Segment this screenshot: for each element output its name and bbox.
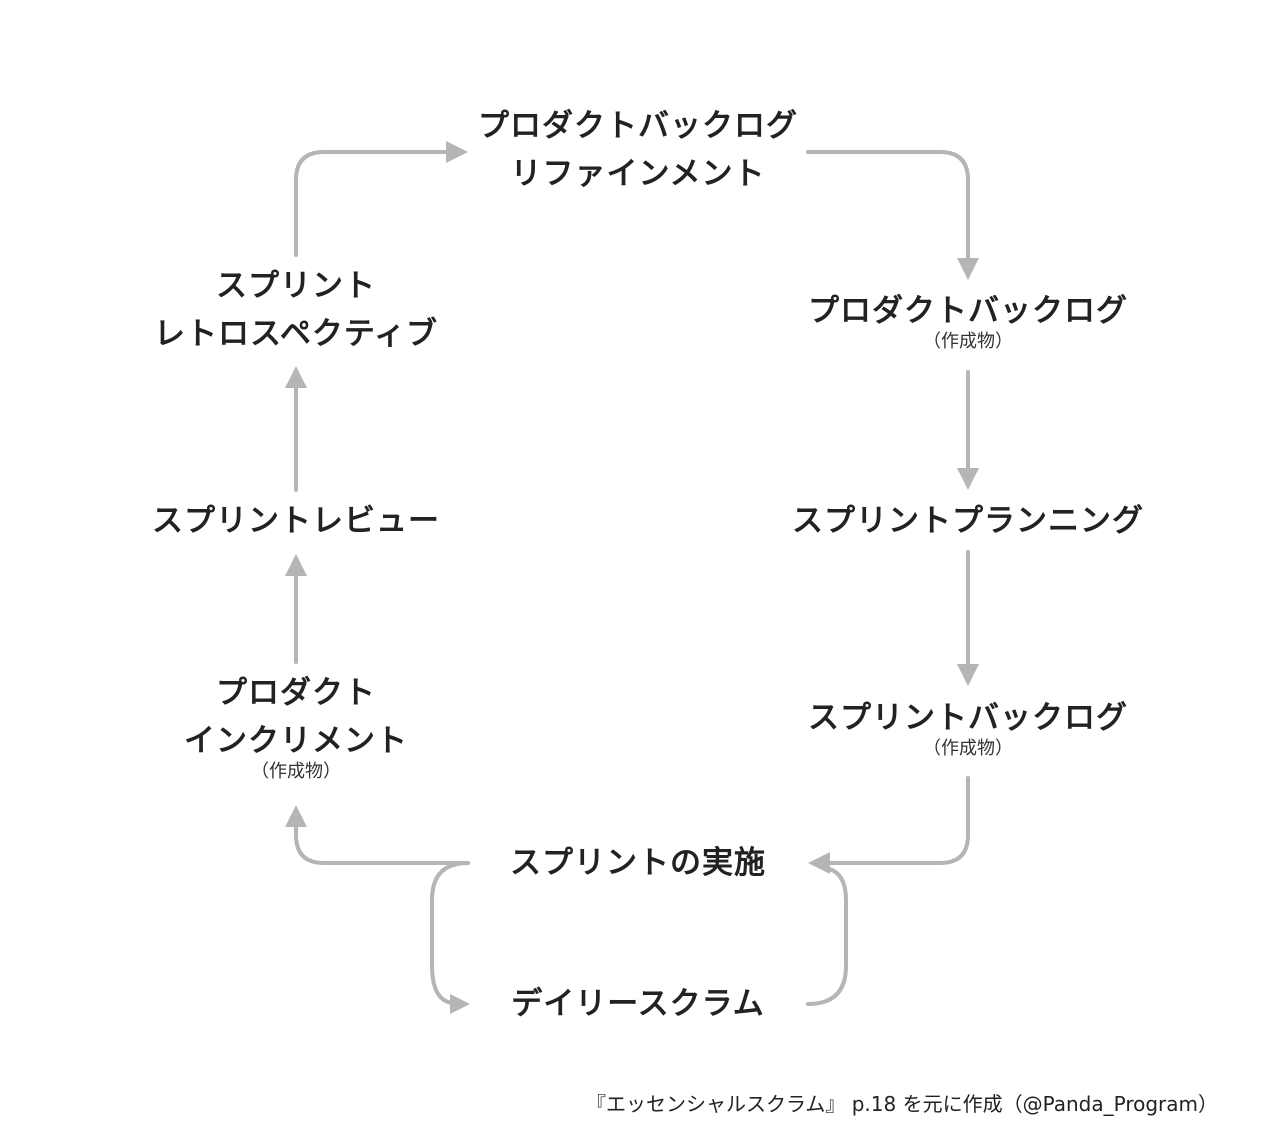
- node-label: プロダクト: [216, 675, 376, 711]
- arrowhead-daily: [450, 994, 470, 1014]
- arrow-retro-to-refinement: [294, 150, 450, 257]
- artifact-note: （作成物）: [251, 761, 341, 782]
- arrow-sprint-backlog-to-execution: [828, 776, 970, 865]
- arrowhead-retrospective: [285, 366, 307, 388]
- node-label: スプリントプランニング: [792, 503, 1144, 539]
- node-refinement: プロダクトバックログ リファインメント: [478, 102, 798, 198]
- node-label: リファインメント: [510, 156, 766, 192]
- arrowhead-product-backlog: [957, 258, 979, 280]
- node-label: レトロスペクティブ: [154, 316, 438, 352]
- arrowhead-sprint-backlog: [957, 664, 979, 686]
- node-label: スプリント: [215, 268, 376, 304]
- node-sprint-review: スプリントレビュー: [152, 497, 440, 545]
- arrowhead-planning: [957, 468, 979, 490]
- node-label: スプリントの実施: [510, 845, 766, 881]
- node-label: デイリースクラム: [511, 986, 765, 1022]
- node-product-backlog: プロダクトバックログ （作成物）: [808, 287, 1128, 353]
- node-sprint-backlog: スプリントバックログ （作成物）: [808, 694, 1128, 760]
- node-retrospective: スプリント レトロスペクティブ: [154, 262, 438, 358]
- arrowhead-increment: [285, 805, 307, 827]
- node-label: プロダクトバックログ: [808, 293, 1128, 329]
- artifact-note: （作成物）: [923, 331, 1013, 352]
- artifact-note: （作成物）: [923, 738, 1013, 759]
- source-caption: 『エッセンシャルスクラム』 p.18 を元に作成（@Panda_Program）: [585, 1092, 1218, 1116]
- arrowhead-execution-right: [808, 852, 830, 874]
- node-label: スプリントレビュー: [152, 503, 440, 539]
- node-daily-scrum: デイリースクラム: [511, 980, 765, 1028]
- arrowhead-refinement: [446, 141, 468, 163]
- arrow-execution-to-daily: [430, 861, 470, 1005]
- node-label: スプリントバックログ: [808, 700, 1128, 736]
- arrow-execution-to-increment: [294, 820, 470, 865]
- node-sprint-execution: スプリントの実施: [510, 839, 766, 887]
- arrow-daily-to-execution: [806, 866, 848, 1006]
- node-label: プロダクトバックログ: [478, 108, 798, 144]
- arrowhead-review: [285, 554, 307, 576]
- arrow-refinement-to-backlog: [806, 150, 970, 264]
- node-product-increment: プロダクト インクリメント （作成物）: [184, 669, 408, 783]
- node-label: インクリメント: [184, 723, 408, 759]
- node-sprint-planning: スプリントプランニング: [792, 497, 1144, 545]
